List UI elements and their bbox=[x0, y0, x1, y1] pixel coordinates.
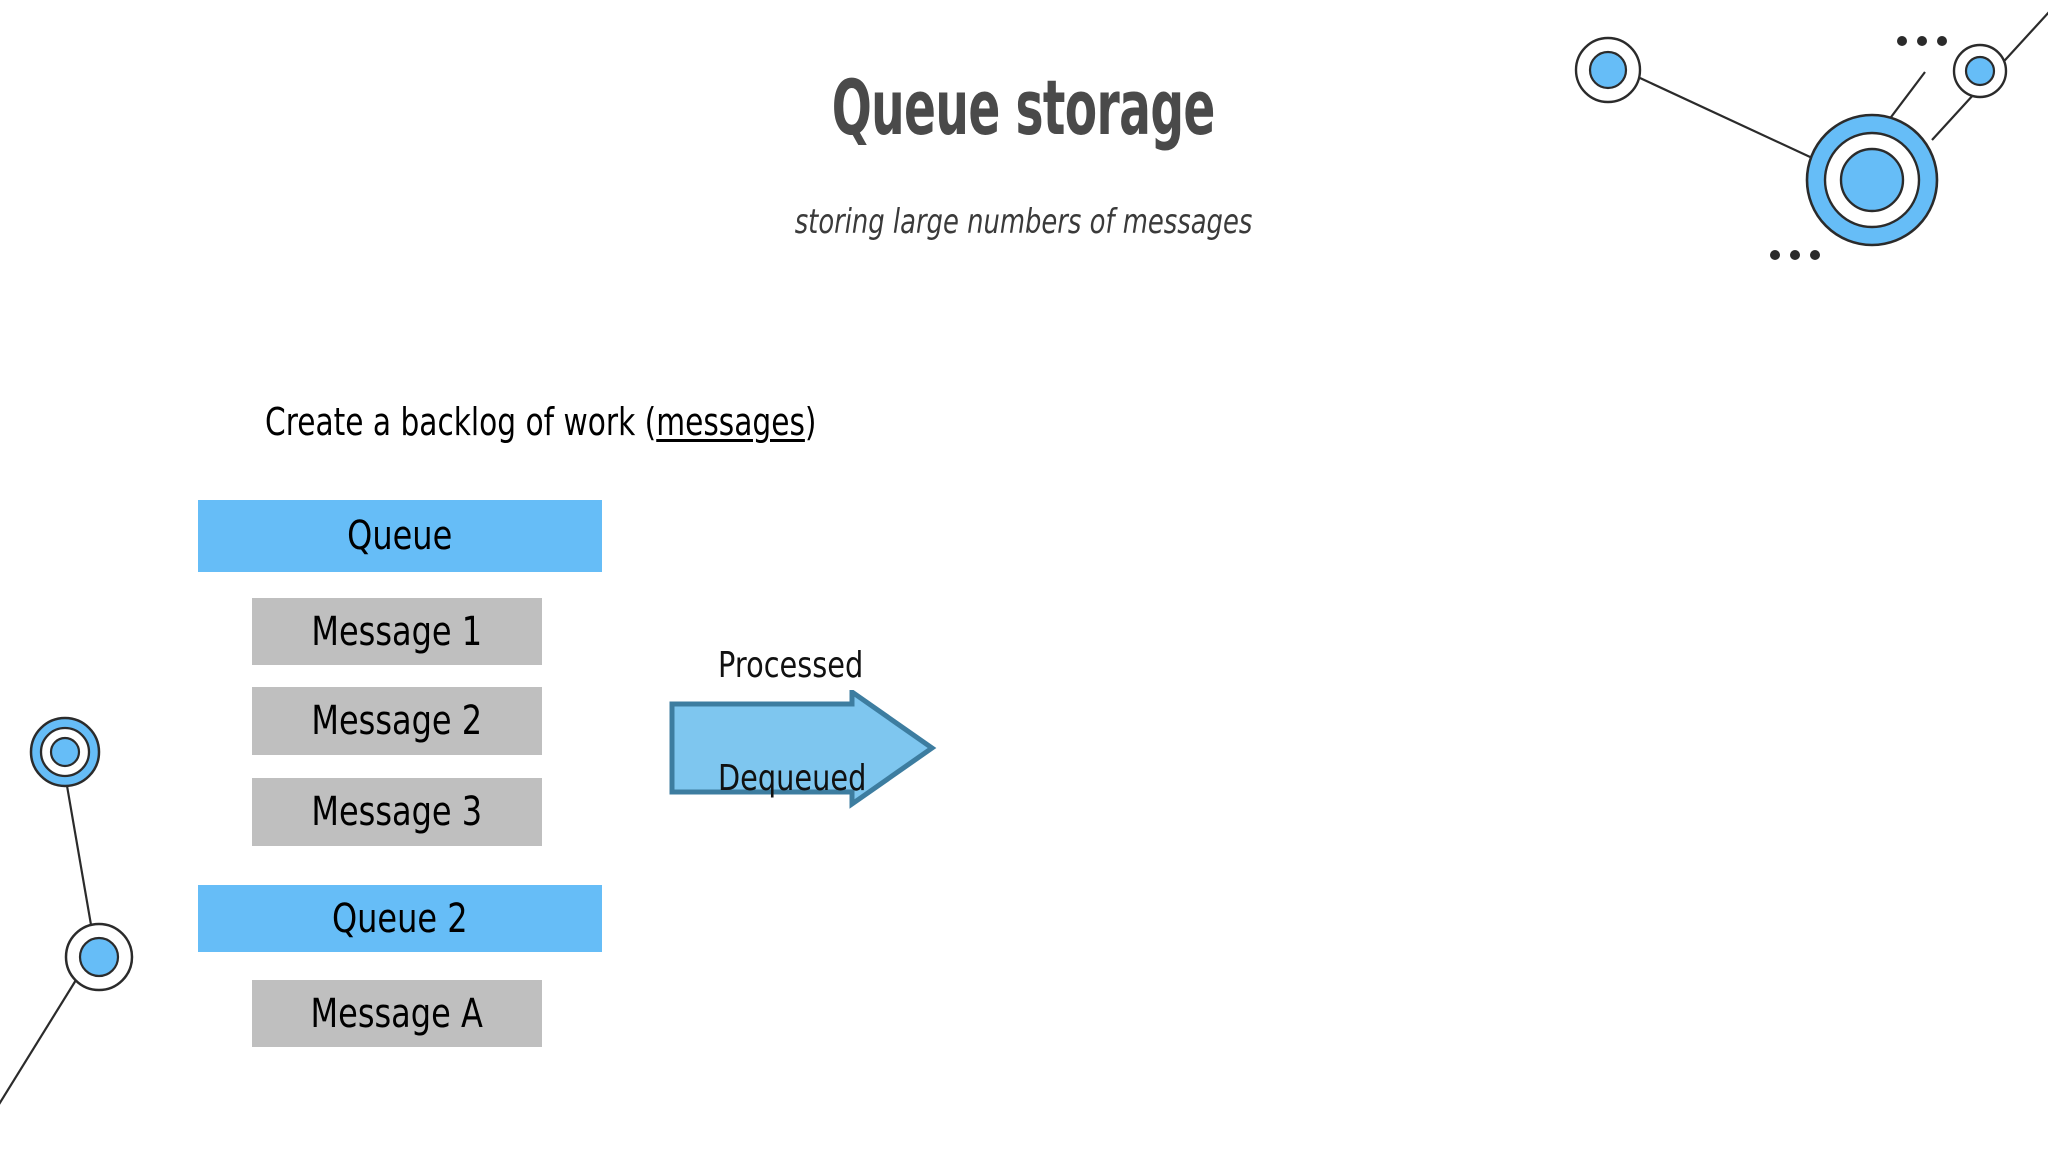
messages-link[interactable]: messages bbox=[656, 400, 805, 444]
arrow-shape bbox=[669, 690, 937, 809]
body-text: Create a backlog of work (messages) bbox=[265, 400, 816, 444]
queue-header-box[interactable]: Queue bbox=[198, 500, 602, 572]
network-link bbox=[1869, 71, 1926, 146]
flow-arrow bbox=[669, 690, 937, 809]
queue-label: Queue bbox=[347, 513, 453, 559]
body-text-prefix: Create a backlog of work ( bbox=[265, 400, 657, 444]
message-box[interactable]: Message 1 bbox=[252, 598, 542, 665]
ellipsis-dot bbox=[1770, 250, 1780, 260]
network-node-concentric-mid bbox=[39, 726, 91, 778]
decorative-network-topright bbox=[1574, 11, 2048, 260]
message-label: Message 2 bbox=[311, 698, 483, 744]
arrow-label-processed: Processed bbox=[718, 645, 864, 686]
page-subtitle: storing large numbers of messages bbox=[794, 202, 1253, 242]
network-node-small-core bbox=[78, 936, 120, 978]
ellipsis-dot bbox=[1790, 250, 1800, 260]
network-link bbox=[1931, 11, 2048, 141]
network-node-large-mid bbox=[1823, 131, 1921, 229]
message-label: Message 3 bbox=[311, 789, 483, 835]
arrow-label-dequeued: Dequeued bbox=[718, 758, 867, 799]
network-link bbox=[64, 779, 97, 949]
ellipsis-dot bbox=[1917, 36, 1927, 46]
queue-label: Queue 2 bbox=[332, 895, 468, 942]
network-node-concentric-outer bbox=[29, 716, 101, 788]
ellipsis-dot bbox=[1810, 250, 1820, 260]
ellipsis-dot bbox=[1897, 36, 1907, 46]
message-box[interactable]: Message 2 bbox=[252, 687, 542, 755]
network-node-concentric-core bbox=[49, 736, 81, 768]
network-link bbox=[1639, 77, 1824, 164]
body-text-suffix: ) bbox=[804, 400, 817, 444]
network-node-tiny bbox=[1952, 43, 2008, 99]
message-box[interactable]: Message A bbox=[252, 980, 542, 1047]
message-label: Message A bbox=[310, 990, 484, 1037]
network-node-tiny-core bbox=[1964, 55, 1996, 87]
ellipsis-dot bbox=[1937, 36, 1947, 46]
decorative-network-bottomleft bbox=[0, 716, 134, 1105]
queue-header-box[interactable]: Queue 2 bbox=[198, 885, 602, 952]
page-title: Queue storage bbox=[831, 63, 1216, 152]
network-node-large-outer bbox=[1805, 113, 1939, 247]
network-node-small bbox=[64, 922, 134, 992]
message-box[interactable]: Message 3 bbox=[252, 778, 542, 846]
network-node-large-core bbox=[1839, 147, 1905, 213]
network-link bbox=[0, 979, 77, 1105]
message-label: Message 1 bbox=[311, 608, 483, 655]
